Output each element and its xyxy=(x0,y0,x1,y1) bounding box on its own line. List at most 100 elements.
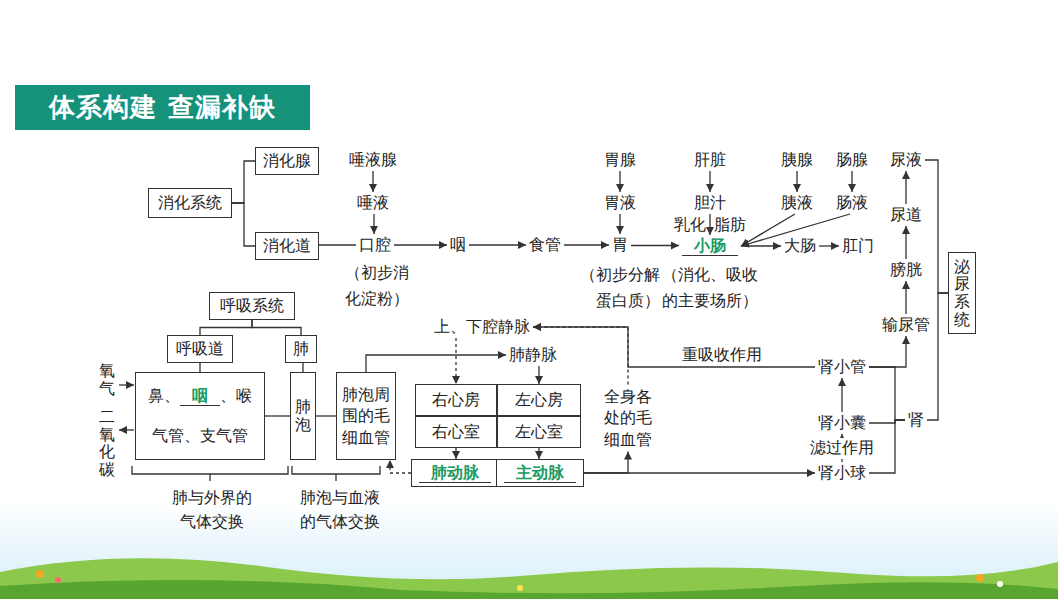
node-text: 胆汁 xyxy=(694,193,726,212)
node-text: 肝脏 xyxy=(694,150,726,169)
node-text: 胃 xyxy=(612,235,628,254)
concept-text: 胰液 xyxy=(778,192,816,214)
concept-text: 全身各 处的毛 细血管 xyxy=(599,385,657,452)
arrow-connector xyxy=(469,244,526,245)
annotation: （消化、吸收 的主要场所） xyxy=(662,262,764,314)
arrow-connector xyxy=(709,214,710,235)
concept-text: 肾 xyxy=(905,409,927,431)
bracket-line xyxy=(869,367,905,420)
concept-text: 食管 xyxy=(526,234,564,256)
concept-text: 唾液 xyxy=(354,192,392,214)
concept-text: 小肠 xyxy=(679,235,741,257)
arrow-connector xyxy=(584,472,815,473)
node-text: 左心室 xyxy=(515,422,563,441)
node-text: 尿道 xyxy=(890,205,922,224)
annotation: （初步消 化淀粉） xyxy=(342,260,412,312)
concept-text: 肺静脉 xyxy=(506,344,560,366)
concept-text: 尿液 xyxy=(887,149,925,171)
node-text: 输尿管 xyxy=(882,315,930,334)
node-text: 、喉 xyxy=(220,386,252,405)
annotation: 氧气 xyxy=(99,362,115,397)
bracket-line xyxy=(302,363,303,372)
arrow-connector xyxy=(741,245,781,246)
bracket-line xyxy=(319,244,356,245)
gas-out-arrow xyxy=(119,429,134,430)
node-text: 胃腺 xyxy=(604,150,636,169)
annotation: 肺与外界的 气体交换 xyxy=(164,486,260,534)
node-text: 肾小管 xyxy=(818,357,866,376)
node-text: 左心房 xyxy=(515,390,563,409)
heart-chamber: 右心室 xyxy=(415,416,497,448)
concept-text: 大肠 xyxy=(781,235,819,257)
bracket-line xyxy=(265,415,290,416)
heart-chamber: 右心房 xyxy=(415,384,497,416)
annotation: 脂肪 xyxy=(714,215,750,235)
node-text: 肺泡 xyxy=(295,398,311,433)
node-text: 大肠 xyxy=(784,236,816,255)
arrow-connector xyxy=(533,327,815,367)
arrow-connector xyxy=(869,336,906,367)
node-text: 消化道 xyxy=(263,236,311,255)
node-text: 胃液 xyxy=(604,193,636,212)
arrow-connector xyxy=(538,366,539,384)
node-text: 口腔 xyxy=(359,235,391,254)
bracket-line xyxy=(925,160,948,293)
concept-box: 消化腺 xyxy=(255,147,319,175)
arrow-connector xyxy=(455,448,456,459)
node-text: 消化腺 xyxy=(263,151,311,170)
concept-text: 肛门 xyxy=(839,235,877,257)
concept-box: 肺泡周 围的毛 细血管 xyxy=(336,372,396,460)
concept-box: 泌尿系统 xyxy=(948,252,976,334)
node-text: 肾小囊 xyxy=(818,413,866,432)
concept-box: 肺泡 xyxy=(290,372,316,460)
gas-in-arrow xyxy=(119,384,134,385)
concept-text: 肠腺 xyxy=(833,149,871,171)
bracket-line xyxy=(199,363,200,372)
node-text: 呼吸道 xyxy=(176,339,224,358)
node-text: 上、下腔静脉 xyxy=(434,317,530,336)
concept-text: 肠液 xyxy=(833,192,871,214)
title-banner: 体系构建 查漏补缺 xyxy=(15,85,310,130)
arrow-connector xyxy=(905,281,906,314)
node-text: 气管、支气管 xyxy=(152,426,248,445)
concept-text: 胃 xyxy=(609,234,631,256)
node-text: 胰液 xyxy=(781,193,813,212)
concept-text: 肾小囊 xyxy=(815,412,869,434)
concept-text: 肝脏 xyxy=(691,149,729,171)
flowers xyxy=(36,570,1003,591)
edge-label: 滤过作用 xyxy=(808,438,876,459)
concept-box: 消化道 xyxy=(255,232,319,260)
edge-label: 重吸收作用 xyxy=(680,345,764,366)
concept-text: 胃液 xyxy=(601,192,639,214)
annotation: 乳化 xyxy=(670,215,706,235)
arrow-connector xyxy=(394,244,447,245)
concept-text: 膀胱 xyxy=(887,259,925,281)
arrow-connector xyxy=(390,460,411,473)
node-text: 右心房 xyxy=(432,390,480,409)
node-text: 主动脉 xyxy=(504,463,576,483)
title-text: 体系构建 查漏补缺 xyxy=(49,90,275,125)
arrow-connector xyxy=(373,214,374,234)
node-text: 尿液 xyxy=(890,150,922,169)
bracket-line xyxy=(200,320,252,335)
node-text: 咽 xyxy=(180,386,220,406)
bracket-line xyxy=(316,415,336,416)
arrow-connector xyxy=(905,226,906,259)
concept-box: 主动脉 xyxy=(496,459,584,487)
node-text: 呼吸系统 xyxy=(220,296,284,315)
bracket-line xyxy=(232,161,255,203)
arrow-connector xyxy=(455,338,456,384)
concept-box: 消化系统 xyxy=(148,188,232,218)
bracket-line xyxy=(252,320,301,335)
concept-box: 肺 xyxy=(285,335,317,363)
concept-text: 肾小管 xyxy=(815,356,869,378)
heart-chamber: 左心室 xyxy=(497,416,581,448)
concept-box: 鼻、咽、喉气管、支气管 xyxy=(135,372,265,460)
concept-text: 胃腺 xyxy=(601,149,639,171)
node-text: 唾液腺 xyxy=(349,150,397,169)
arrow-connector xyxy=(851,171,852,192)
annotation: 肺泡与血液 的气体交换 xyxy=(292,486,388,534)
concept-text: 唾液腺 xyxy=(346,149,400,171)
node-text: 全身各 处的毛 细血管 xyxy=(602,386,653,451)
arrow-connector xyxy=(564,244,609,245)
